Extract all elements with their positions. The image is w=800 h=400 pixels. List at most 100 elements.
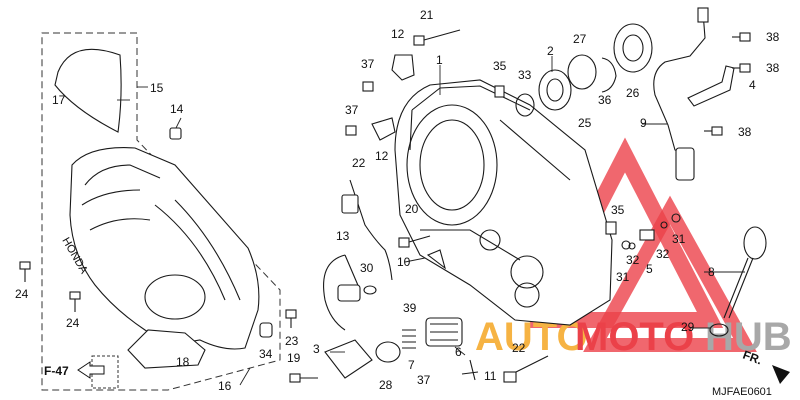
callout-label: 35 [611, 203, 625, 217]
watermark-text-hub: HUB [705, 315, 792, 359]
callout-label: 34 [259, 347, 273, 361]
callout-label: 39 [403, 301, 417, 315]
gasket-clamp [127, 329, 206, 369]
pin-5 [639, 229, 655, 241]
leader-lines [117, 56, 745, 386]
callout-label: 16 [218, 379, 232, 393]
callout-label: 14 [170, 102, 184, 116]
ref-arrow [77, 355, 119, 389]
lower-parts [77, 29, 790, 389]
callout-label: 25 [578, 116, 592, 130]
callout-label: 29 [681, 320, 695, 334]
callout-label: 32 [626, 253, 640, 267]
callout-label: 2 [547, 44, 554, 58]
bolt-14 [169, 127, 182, 140]
bolt-19 [289, 373, 318, 383]
dowel-pin [494, 85, 505, 98]
bolt-24b [69, 291, 81, 312]
callout-label: 35 [493, 59, 507, 73]
bolt-37a [362, 81, 374, 92]
callout-label: 12 [391, 27, 405, 41]
direction-arrow [772, 365, 790, 384]
callout-label: 6 [455, 345, 462, 359]
callout-label: 18 [176, 355, 190, 369]
bracket-12a [391, 54, 415, 81]
callout-label: 31 [616, 270, 630, 284]
callout-label: 37 [361, 57, 375, 71]
callout-label: 19 [287, 351, 301, 365]
bolt-34 [259, 322, 273, 338]
callout-label: 37 [345, 103, 359, 117]
engine-cover [69, 147, 260, 350]
callout-label: 23 [285, 334, 299, 348]
dowel-35b [605, 221, 617, 235]
callout-label: 3 [313, 342, 320, 356]
callout-label: 13 [336, 229, 350, 243]
callout-label: 5 [646, 262, 653, 276]
callout-label: 22 [512, 341, 526, 355]
callout-label: 7 [408, 358, 415, 372]
callout-label: 38 [766, 30, 780, 44]
o-ring-33 [515, 93, 535, 117]
bolt-38c [704, 126, 723, 136]
washer-32b [660, 221, 668, 229]
diagram-code: MJFAE0601 [712, 386, 772, 398]
callout-label: 33 [518, 68, 532, 82]
callout-label: 15 [150, 81, 164, 95]
o-ring-29 [709, 323, 729, 337]
bolt-23 [285, 309, 297, 328]
callout-label: 24 [66, 316, 80, 330]
callout-label: 38 [766, 61, 780, 75]
bolt-38a [732, 32, 751, 42]
bolt-21 [413, 29, 461, 46]
washer-31a [621, 240, 631, 250]
circlip [601, 57, 617, 93]
callout-label: 26 [626, 86, 640, 100]
bearing [613, 23, 653, 73]
bolt-37b [345, 125, 357, 136]
callout-label: 36 [598, 93, 612, 107]
oil-dipstick [723, 226, 767, 319]
callout-label: 38 [738, 125, 752, 139]
center-crankcase [394, 79, 613, 326]
callout-label: 31 [672, 232, 686, 246]
callout-label: 4 [749, 78, 756, 92]
pulse-cable [323, 254, 361, 331]
watermark-text-moto: MOTO [575, 315, 694, 359]
callout-label: 12 [375, 149, 389, 163]
callout-label: 8 [708, 265, 715, 279]
callout-label: 28 [379, 378, 393, 392]
bolt-38b [732, 63, 751, 73]
side-cover-piece [54, 48, 122, 133]
o-ring-28 [375, 341, 401, 363]
callout-label: 32 [656, 247, 670, 261]
bolt-24a [19, 261, 31, 282]
spring [402, 329, 416, 349]
callout-labels: 1 2 3 4 5 6 7 8 9 10 11 12 12 13 14 15 1… [15, 8, 780, 393]
cable-clamp [687, 65, 735, 107]
callout-label: 20 [405, 202, 419, 216]
callout-label: 1 [436, 53, 443, 67]
callout-label: 37 [417, 373, 431, 387]
bolt-20 [398, 235, 431, 248]
callout-label: 24 [15, 287, 29, 301]
bearing-holder [538, 69, 572, 111]
right-parts [494, 7, 767, 337]
ref-label: F-47 [44, 364, 69, 378]
direction-label: FR. [741, 348, 764, 368]
callout-label: 30 [360, 261, 374, 275]
washer-31b [671, 213, 681, 223]
callout-label: 27 [573, 32, 587, 46]
watermark: AUTO MOTO HUB [475, 137, 792, 359]
filter-cap [324, 339, 373, 379]
bracket-12b [371, 117, 396, 141]
callout-label: 22 [352, 156, 366, 170]
left-cover-assembly: HONDA [19, 32, 281, 391]
oil-filter-screen [425, 317, 463, 347]
callout-label: 21 [420, 8, 434, 22]
o-ring-27 [567, 54, 597, 90]
crankcase-cover [394, 79, 613, 326]
callout-label: 10 [397, 255, 411, 269]
callout-label: 11 [484, 369, 497, 383]
